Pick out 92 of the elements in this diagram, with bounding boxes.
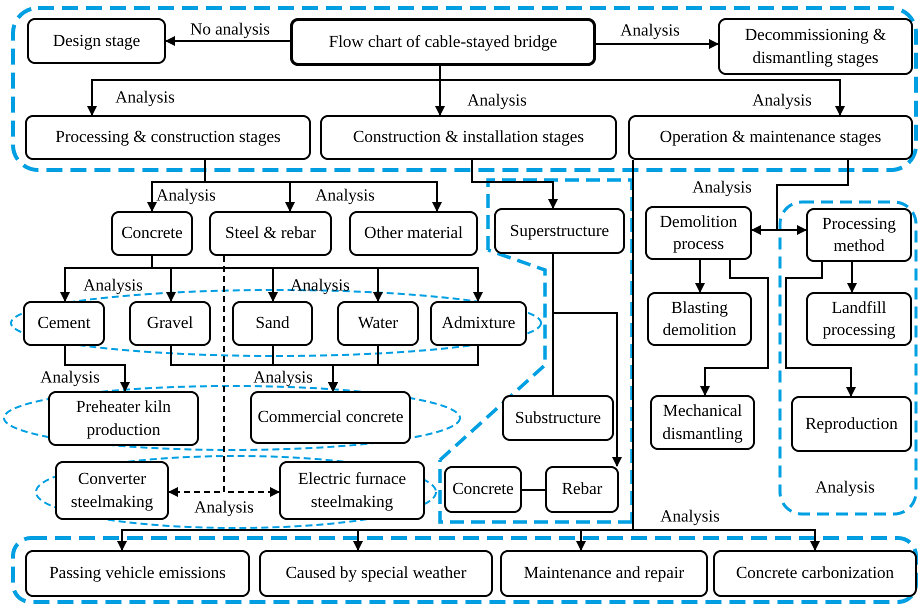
box-text: Preheater kiln production bbox=[75, 396, 172, 441]
box-text: Processing & construction stages bbox=[55, 126, 281, 148]
edge-label: Analysis bbox=[620, 22, 680, 38]
arrow bbox=[151, 256, 483, 302]
arrow bbox=[847, 262, 857, 293]
box-text: Operation & maintenance stages bbox=[660, 126, 882, 148]
process-box bbox=[111, 211, 193, 256]
box-text: Other material bbox=[364, 222, 463, 244]
process-box bbox=[806, 208, 912, 262]
process-box bbox=[444, 466, 522, 513]
process-box bbox=[279, 461, 425, 520]
box-text: Converter steelmaking bbox=[70, 468, 154, 513]
process-box bbox=[647, 292, 752, 346]
process-box bbox=[806, 292, 912, 346]
edge-label: No analysis bbox=[190, 20, 270, 38]
process-box bbox=[502, 395, 614, 441]
process-box bbox=[27, 18, 166, 64]
process-box bbox=[628, 115, 913, 160]
process-box bbox=[259, 550, 493, 597]
note-text: Analysis bbox=[815, 478, 875, 496]
arrow bbox=[471, 160, 558, 209]
box-text: Design stage bbox=[52, 30, 140, 52]
edge-label: Analysis bbox=[692, 178, 752, 196]
process-box bbox=[232, 301, 313, 346]
process-box bbox=[349, 211, 478, 256]
process-box bbox=[430, 301, 527, 346]
arrow bbox=[223, 256, 280, 497]
edge-label: Analysis bbox=[115, 88, 175, 106]
edge-label: Analysis bbox=[83, 276, 143, 294]
process-box bbox=[718, 18, 913, 75]
box-text: Passing vehicle emissions bbox=[49, 562, 226, 584]
box-text: Water bbox=[358, 312, 398, 334]
box-text: Caused by special weather bbox=[286, 562, 466, 584]
box-text: Flow chart of cable-stayed bridge bbox=[328, 30, 558, 53]
process-box bbox=[650, 395, 755, 450]
box-text: Sand bbox=[256, 312, 290, 334]
box-text: Admixture bbox=[442, 312, 516, 334]
box-text: Steel & rebar bbox=[225, 222, 316, 244]
box-text: Concrete bbox=[452, 478, 514, 500]
edge-label: Analysis bbox=[156, 186, 216, 204]
process-box bbox=[23, 301, 105, 346]
box-text: Rebar bbox=[562, 478, 602, 500]
edge-label: Analysis bbox=[660, 508, 720, 524]
arrow bbox=[596, 39, 719, 49]
edge-label: Analysis bbox=[752, 92, 812, 108]
process-box bbox=[209, 211, 332, 256]
edge-label: Analysis bbox=[467, 92, 527, 108]
process-box bbox=[55, 461, 169, 520]
box-text: Concrete carbonization bbox=[736, 562, 894, 584]
arrow bbox=[204, 160, 442, 212]
title-box bbox=[290, 18, 596, 66]
box-text: Cement bbox=[38, 312, 90, 334]
box-text: Reproduction bbox=[805, 412, 898, 435]
box-text: Mechanical dismantling bbox=[661, 400, 744, 445]
box-text: Construction & installation stages bbox=[353, 126, 584, 148]
arrow bbox=[165, 36, 290, 46]
process-box bbox=[48, 391, 199, 446]
edge-label: Analysis bbox=[40, 368, 100, 386]
edge-label: Analysis bbox=[253, 368, 313, 386]
process-box bbox=[25, 550, 250, 597]
process-box bbox=[791, 396, 912, 452]
process-box bbox=[25, 115, 311, 160]
arrow bbox=[64, 346, 130, 392]
box-text: Substructure bbox=[515, 406, 601, 429]
box-text: Demolition process bbox=[658, 210, 738, 255]
process-box bbox=[129, 301, 211, 346]
process-box bbox=[494, 208, 625, 254]
edge-label: Analysis bbox=[315, 186, 375, 204]
arrow bbox=[776, 160, 849, 235]
edge-label: Analysis bbox=[290, 276, 350, 294]
box-text: Blasting demolition bbox=[662, 296, 738, 341]
arrow bbox=[328, 346, 479, 392]
box-text: Landfill processing bbox=[822, 296, 896, 341]
edge-label: Analysis bbox=[194, 498, 254, 516]
arrow bbox=[785, 262, 856, 397]
box-text: Commercial concrete bbox=[258, 406, 404, 428]
box-text: Electric furnace steelmaking bbox=[296, 468, 408, 513]
box-text: Gravel bbox=[146, 312, 194, 334]
process-box bbox=[337, 301, 419, 346]
arrow bbox=[695, 260, 705, 293]
process-box bbox=[250, 391, 411, 444]
process-box bbox=[320, 115, 617, 160]
box-text: Superstructure bbox=[510, 220, 610, 242]
process-box bbox=[645, 206, 752, 260]
process-box bbox=[545, 466, 619, 513]
box-text: Maintenance and repair bbox=[524, 562, 684, 584]
box-text: Concrete bbox=[121, 222, 183, 244]
process-box bbox=[500, 550, 708, 597]
box-text: Decommissioning & dismantling stages bbox=[744, 24, 888, 69]
box-text: Processing method bbox=[821, 212, 897, 257]
arrow bbox=[700, 260, 769, 396]
process-box bbox=[713, 550, 917, 597]
